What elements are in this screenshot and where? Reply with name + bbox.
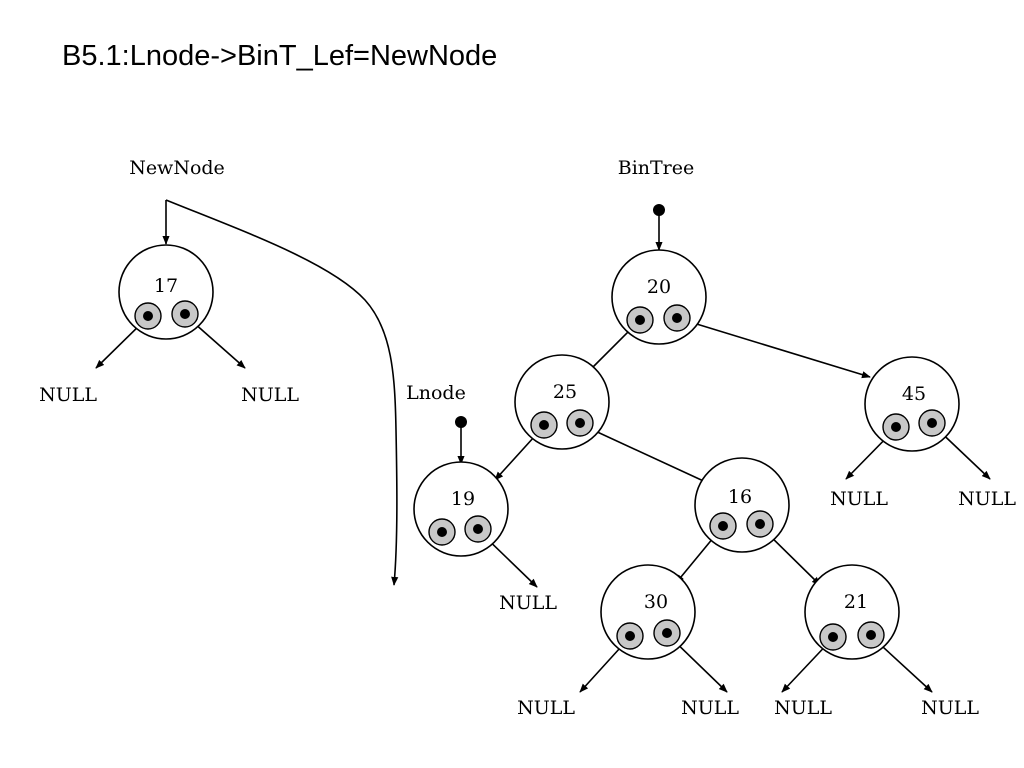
newnode-label: NewNode	[129, 157, 225, 179]
slide-title: B5.1:Lnode->BinT_Lef=NewNode	[62, 40, 498, 72]
edge-25-16	[579, 423, 711, 485]
tree-node-19: 19	[413, 461, 509, 557]
null-label: NULL	[681, 697, 739, 719]
tree-node-30: 30	[600, 564, 696, 660]
node-value: 25	[553, 381, 577, 403]
node-value: 30	[644, 591, 668, 613]
node-value: 20	[647, 276, 671, 298]
tree-node-25: 25	[514, 354, 610, 450]
node-value: 45	[902, 383, 926, 405]
bintree-label: BinTree	[618, 157, 695, 179]
lnode-label: Lnode	[406, 382, 466, 404]
node-value: 16	[728, 486, 752, 508]
tree-node-20: 20	[611, 249, 707, 345]
null-label: NULL	[921, 697, 979, 719]
bintree-pointer-dot	[653, 204, 665, 216]
tree-node-45: 45	[864, 356, 960, 452]
tree-node-16: 16	[694, 457, 790, 553]
tree-node-17: 17	[118, 244, 214, 340]
null-label: NULL	[958, 488, 1016, 510]
null-label: NULL	[241, 384, 299, 406]
node-value: 21	[844, 591, 868, 613]
null-label: NULL	[774, 697, 832, 719]
edge-20-45	[676, 317, 871, 379]
newnode-link-curve-arrow	[165, 199, 399, 586]
null-label: NULL	[830, 488, 888, 510]
node-value: 19	[451, 488, 475, 510]
null-label: NULL	[499, 592, 557, 614]
lnode-pointer-dot	[455, 416, 467, 428]
null-label: NULL	[517, 697, 575, 719]
node-value: 17	[154, 275, 178, 297]
tree-node-21: 21	[804, 564, 900, 660]
null-labels: NULL NULL NULL NULL NULL NULL NULL NULL …	[39, 384, 1016, 719]
null-label: NULL	[39, 384, 97, 406]
